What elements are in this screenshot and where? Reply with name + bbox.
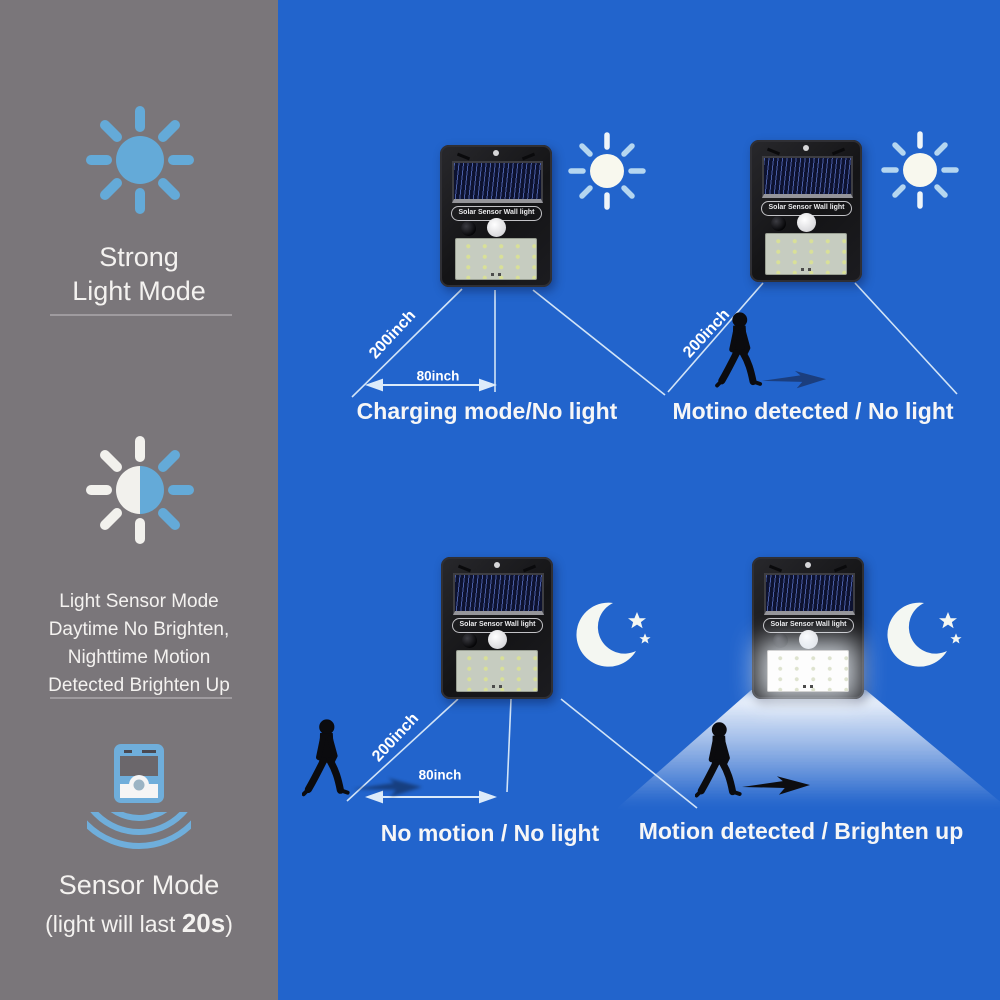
mounting-hole — [805, 562, 811, 568]
solar-panel — [762, 156, 853, 198]
moon-icon — [576, 602, 651, 667]
pir-sensor — [488, 630, 507, 649]
person-shadow — [352, 778, 422, 797]
sensor-mode-note-suffix: ) — [225, 911, 233, 937]
solar-panel — [453, 573, 544, 615]
mode-sidebar: Strong Light Mode Light Sensor Mode Dayt… — [0, 0, 278, 1000]
power-button — [461, 221, 476, 236]
quadrant-caption-bottom-right: Motion detected / Brighten up — [638, 818, 964, 844]
star-icon — [950, 633, 962, 644]
range-label-diagonal: 200inch — [366, 307, 420, 363]
sensor-solar-window — [120, 756, 158, 776]
power-button — [462, 633, 477, 648]
sun-icon — [568, 132, 646, 210]
light-sensor-mode-description: Light Sensor Mode Daytime No Brighten, N… — [0, 588, 278, 700]
range-label-horizontal: 80inch — [418, 767, 462, 783]
strong-light-mode-title: Strong Light Mode — [0, 240, 278, 308]
star-icon — [939, 612, 957, 629]
led-panel — [456, 650, 538, 692]
sensor-ball — [133, 779, 145, 791]
half-sun-icon — [86, 436, 194, 544]
solar-wall-light-device: Solar Sensor Wall light — [750, 140, 862, 282]
sensor-mode-note: (light will last 20s) — [0, 908, 278, 939]
motion-arrow-icon — [762, 370, 826, 389]
sidebar-divider — [50, 314, 232, 316]
signal-waves-icon — [87, 812, 191, 849]
solar-panel — [452, 161, 543, 203]
solar-wall-light-device-lit: Solar Sensor Wall light — [752, 557, 864, 699]
person-silhouette — [302, 719, 350, 797]
strong-light-mode-line1: Strong — [99, 242, 179, 272]
light-sensor-mode-line4: Detected Brighten Up — [48, 675, 230, 696]
sun-icon — [86, 106, 194, 214]
sensor-mode-duration: 20s — [181, 908, 226, 938]
person-silhouette — [695, 722, 742, 798]
light-sensor-mode-line2: Daytime No Brighten, — [48, 619, 230, 640]
quadrant-caption-bottom-left: No motion / No light — [380, 820, 600, 846]
pir-sensor — [487, 218, 506, 237]
sensor-mode-title: Sensor Mode — [58, 870, 220, 900]
motion-sensor-icon — [87, 744, 191, 849]
range-label-horizontal: 80inch — [416, 368, 460, 384]
strong-light-mode-line2: Light Mode — [72, 276, 206, 306]
led-panel — [765, 233, 847, 275]
solar-wall-light-device: Solar Sensor Wall light — [440, 145, 552, 287]
led-panel — [767, 650, 849, 692]
sidebar-divider — [50, 697, 232, 699]
pir-sensor — [799, 630, 818, 649]
mounting-hole — [494, 562, 500, 568]
person-silhouette — [715, 312, 763, 388]
light-sensor-mode-line3: Nighttime Motion — [67, 647, 211, 668]
star-icon — [628, 612, 646, 629]
solar-wall-light-device: Solar Sensor Wall light — [441, 557, 553, 699]
mounting-hole — [803, 145, 809, 151]
sun-icon — [881, 131, 959, 209]
moon-icon — [887, 602, 962, 667]
quadrant-caption-top-left: Charging mode/No light — [356, 398, 618, 424]
range-label-diagonal: 200inch — [369, 710, 423, 766]
mounting-hole — [493, 150, 499, 156]
star-icon — [639, 633, 651, 644]
light-sensor-mode-line1: Light Sensor Mode — [59, 591, 219, 612]
motion-arrow-icon — [742, 776, 810, 795]
solar-panel — [764, 573, 855, 615]
power-button — [773, 633, 788, 648]
quadrant-caption-top-right: Motino detected / No light — [672, 398, 954, 424]
power-button — [771, 216, 786, 231]
led-panel — [455, 238, 537, 280]
pir-sensor — [797, 213, 816, 232]
sensor-mode-note-prefix: (light will last — [45, 911, 182, 937]
